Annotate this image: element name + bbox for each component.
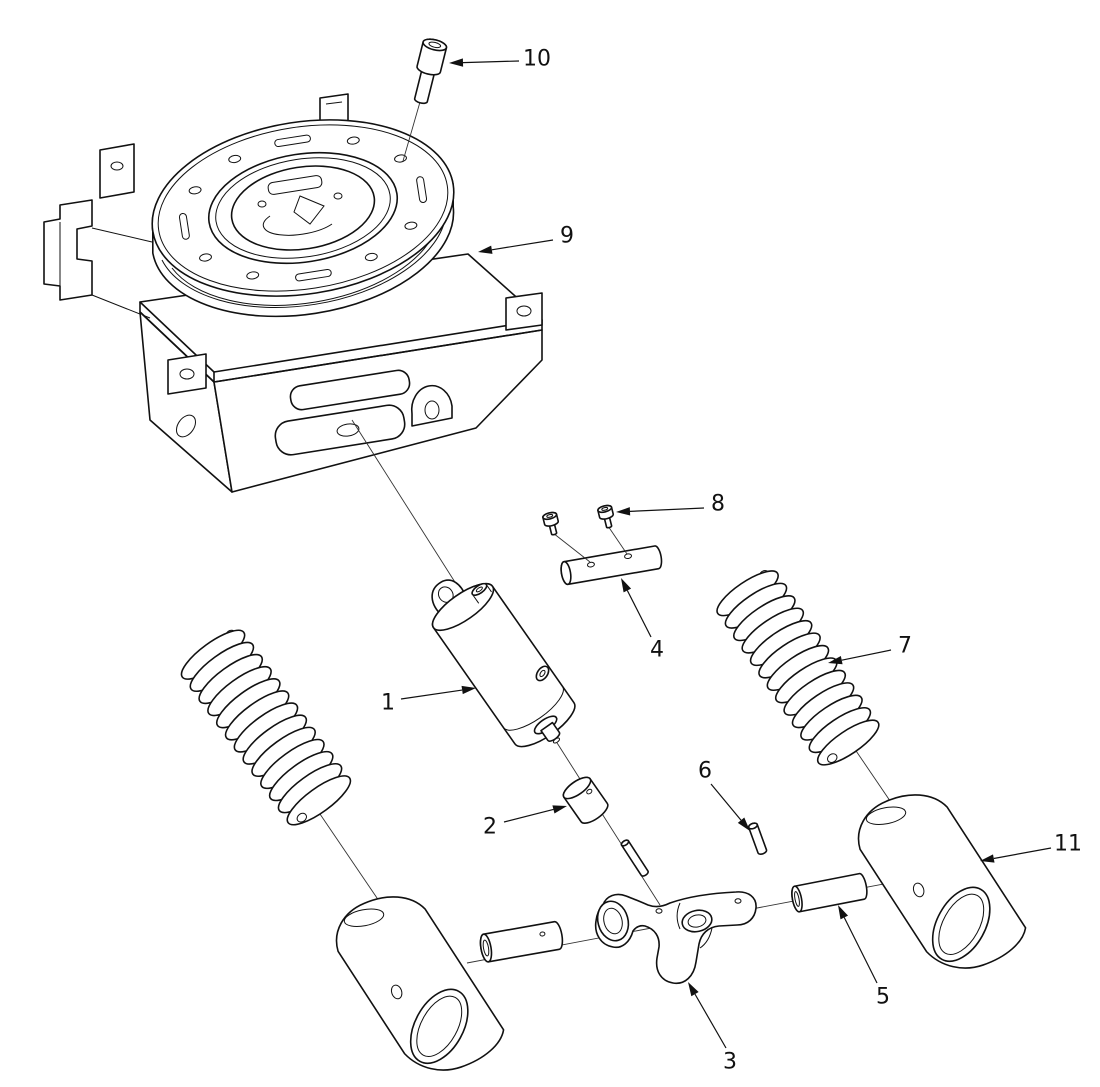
callout-label-1: 1 xyxy=(381,691,395,716)
callout-1: 1 xyxy=(381,685,476,716)
rear-tab-left xyxy=(99,143,135,199)
part-5-plain-pin xyxy=(791,872,868,913)
leader-line-7 xyxy=(841,649,892,661)
callout-label-10: 10 xyxy=(523,47,551,72)
housing-window-upper xyxy=(289,369,411,411)
arrowhead-1 xyxy=(461,685,476,695)
callout-5: 5 xyxy=(838,905,890,1010)
callout-label-4: 4 xyxy=(650,638,664,663)
arrowhead-2 xyxy=(552,805,567,814)
arrowhead-10 xyxy=(449,58,464,67)
leader-line-2 xyxy=(503,808,554,823)
housing-arch-cutout xyxy=(410,384,453,427)
leader-line-4 xyxy=(626,590,652,638)
arrowhead-9 xyxy=(478,245,493,254)
callout-3: 3 xyxy=(688,982,737,1075)
left-clamp-bracket xyxy=(43,199,93,301)
callout-label-2: 2 xyxy=(483,815,497,840)
part-spacer-pin-left xyxy=(479,920,564,963)
leader-line-6 xyxy=(710,783,742,821)
callout-4: 4 xyxy=(621,578,664,663)
callout-label-5: 5 xyxy=(876,985,890,1010)
arrowhead-11 xyxy=(980,854,995,863)
part-6-dowel-pin xyxy=(747,822,768,855)
leader-line-1 xyxy=(400,689,463,700)
arrowhead-8 xyxy=(616,507,631,516)
arrowhead-3 xyxy=(688,982,699,997)
part-7-compression-spring xyxy=(716,570,880,766)
callout-10: 10 xyxy=(449,47,551,72)
housing-window-lower xyxy=(274,404,406,456)
callout-8: 8 xyxy=(616,492,725,517)
axis-screw-10 xyxy=(402,101,421,162)
part-4-drilled-pin xyxy=(560,545,663,586)
callout-2: 2 xyxy=(483,805,567,840)
part-11-guide-tube xyxy=(841,771,1033,992)
callout-7: 7 xyxy=(828,634,912,665)
callout-11: 11 xyxy=(980,832,1082,863)
part-9-base-swivel-assembly xyxy=(43,93,543,493)
callout-layer: 1 2 3 4 5 6 7 8 9 10 11 xyxy=(381,47,1082,1075)
part-spring-left xyxy=(180,629,352,826)
arrowhead-7 xyxy=(828,656,843,665)
arrowhead-4 xyxy=(621,578,632,593)
leader-line-9 xyxy=(491,239,554,251)
part-2-bushing xyxy=(562,776,609,824)
arrowhead-6 xyxy=(737,817,750,831)
part-8-set-screw-b xyxy=(597,504,615,529)
leader-line-11 xyxy=(993,847,1052,860)
leader-line-5 xyxy=(843,917,878,984)
callout-9: 9 xyxy=(478,224,574,254)
leader-line-10 xyxy=(462,60,520,64)
leader-line-3 xyxy=(694,993,727,1049)
screw-axis-lines xyxy=(552,525,628,563)
callout-6: 6 xyxy=(698,759,750,831)
part-8-set-screw-a xyxy=(542,511,560,536)
part-3-lever-bracket xyxy=(594,891,757,985)
callout-label-9: 9 xyxy=(560,224,574,249)
part-center-pin xyxy=(620,839,649,877)
callout-label-7: 7 xyxy=(898,634,912,659)
callout-label-3: 3 xyxy=(723,1050,737,1075)
callout-label-11: 11 xyxy=(1054,832,1082,857)
callout-label-6: 6 xyxy=(698,759,712,784)
part-10-socket-head-screw xyxy=(413,38,448,105)
leader-line-8 xyxy=(629,507,705,512)
callout-label-8: 8 xyxy=(711,492,725,517)
slewing-ring xyxy=(151,119,455,297)
part-guide-tube-left xyxy=(319,873,511,1087)
part-1-cylinder-body xyxy=(431,579,576,748)
arrowhead-5 xyxy=(838,905,849,920)
